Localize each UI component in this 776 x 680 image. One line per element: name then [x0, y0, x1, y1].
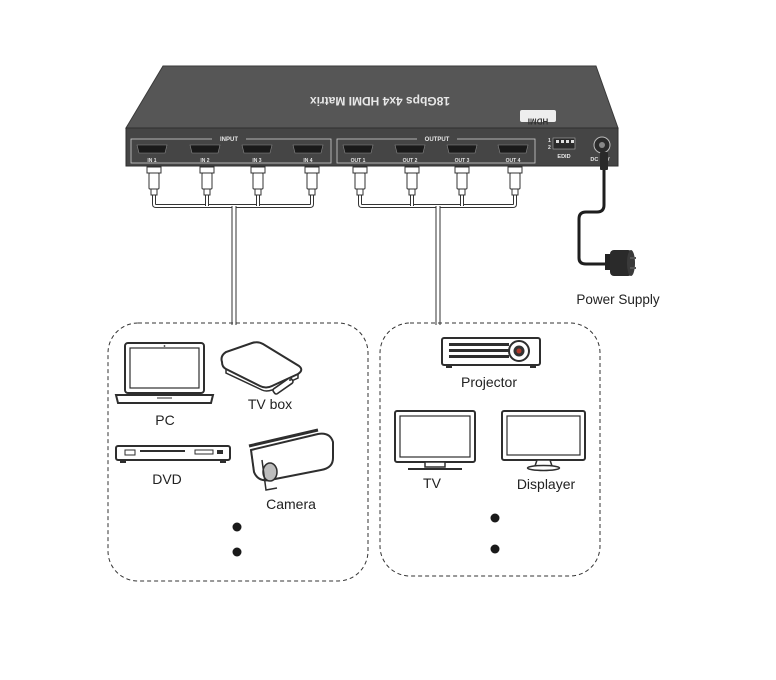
ellipsis-dot-1: [232, 522, 242, 532]
tv-box-label: TV box: [248, 396, 292, 412]
output-group-label: OUTPUT: [425, 137, 450, 143]
hdmi-plug-in-1: [146, 166, 162, 196]
hdmi-plug-out-2: [404, 166, 420, 196]
monitor-icon: [501, 410, 586, 472]
input-cable-bundle: [152, 195, 314, 325]
hdmi-port-in-3[interactable]: IN 3: [241, 144, 273, 164]
power-cable: [577, 153, 606, 266]
ellipsis-dot-2: [232, 547, 242, 557]
hdmi-port-out-3[interactable]: OUT 3: [446, 144, 478, 164]
hdmi-plug-in-4: [304, 166, 320, 196]
hdmi-logo: HDMI: [528, 117, 548, 126]
input-group-label: INPUT: [220, 137, 238, 143]
hdmi-port-in-4[interactable]: IN 4: [292, 144, 324, 164]
port-label-in-1: IN 1: [147, 158, 156, 164]
dvd-label: DVD: [152, 471, 182, 487]
hdmi-cables: [152, 195, 517, 325]
port-label-in-2: IN 2: [200, 158, 209, 164]
projector-icon: [441, 337, 541, 368]
displayer-label: Displayer: [517, 476, 576, 492]
hdmi-port-out-2[interactable]: OUT 2: [394, 144, 426, 164]
power-supply-label: Power Supply: [576, 292, 660, 307]
hdmi-plug-in-2: [199, 166, 215, 196]
hdmi-plugs: [146, 166, 523, 196]
hdmi-port-out-4[interactable]: OUT 4: [497, 144, 529, 164]
power-supply: Power Supply: [576, 152, 660, 307]
port-label-out-4: OUT 4: [506, 158, 521, 164]
port-label-out-2: OUT 2: [403, 158, 418, 164]
hdmi-port-in-2[interactable]: IN 2: [189, 144, 221, 164]
hdmi-logo-plate: [520, 110, 556, 122]
port-label-out-1: OUT 1: [351, 158, 366, 164]
security-camera-icon: [248, 428, 334, 491]
device-title: 18Gbps 4x4 HDMI Matrix: [310, 94, 450, 108]
power-adapter-icon: [605, 250, 636, 276]
displays-dashed-frame: [379, 322, 601, 577]
edid-switch-number-1: 1: [548, 138, 551, 144]
port-label-out-3: OUT 3: [455, 158, 470, 164]
edid-label: EDID: [557, 154, 570, 160]
hdmi-plug-out-4: [507, 166, 523, 196]
dc-plug: [600, 152, 608, 170]
tv-icon: [394, 410, 476, 470]
camera-label: Camera: [266, 496, 316, 512]
edid-switch-number-2: 2: [548, 145, 551, 151]
hdmi-plug-out-3: [454, 166, 470, 196]
tv-box-icon: [220, 341, 303, 392]
ellipsis-dot-3: [490, 513, 500, 523]
ellipsis-dot-4: [490, 544, 500, 554]
hdmi-port-in-1[interactable]: IN 1: [136, 144, 168, 164]
projector-label: Projector: [461, 374, 517, 390]
matrix-device: 18Gbps 4x4 HDMI Matrix HDMI INPUT OUTPUT…: [125, 65, 619, 167]
remote-control-icon: [272, 377, 294, 395]
laptop-icon: [114, 342, 215, 404]
port-label-in-4: IN 4: [303, 158, 312, 164]
displays-panel: Projector TV Displayer: [379, 322, 601, 577]
output-cable-bundle: [358, 195, 517, 325]
hdmi-plug-out-1: [352, 166, 368, 196]
sources-panel: PC TV box DVD Came: [107, 322, 369, 582]
port-label-in-3: IN 3: [252, 158, 261, 164]
hdmi-port-out-1[interactable]: OUT 1: [342, 144, 374, 164]
pc-label: PC: [155, 412, 174, 428]
dvd-player-icon: [115, 445, 231, 463]
tv-label: TV: [423, 475, 442, 491]
hdmi-plug-in-3: [250, 166, 266, 196]
sources-dashed-frame: [107, 322, 369, 582]
edid-switch[interactable]: 1 2 EDID: [548, 137, 576, 160]
